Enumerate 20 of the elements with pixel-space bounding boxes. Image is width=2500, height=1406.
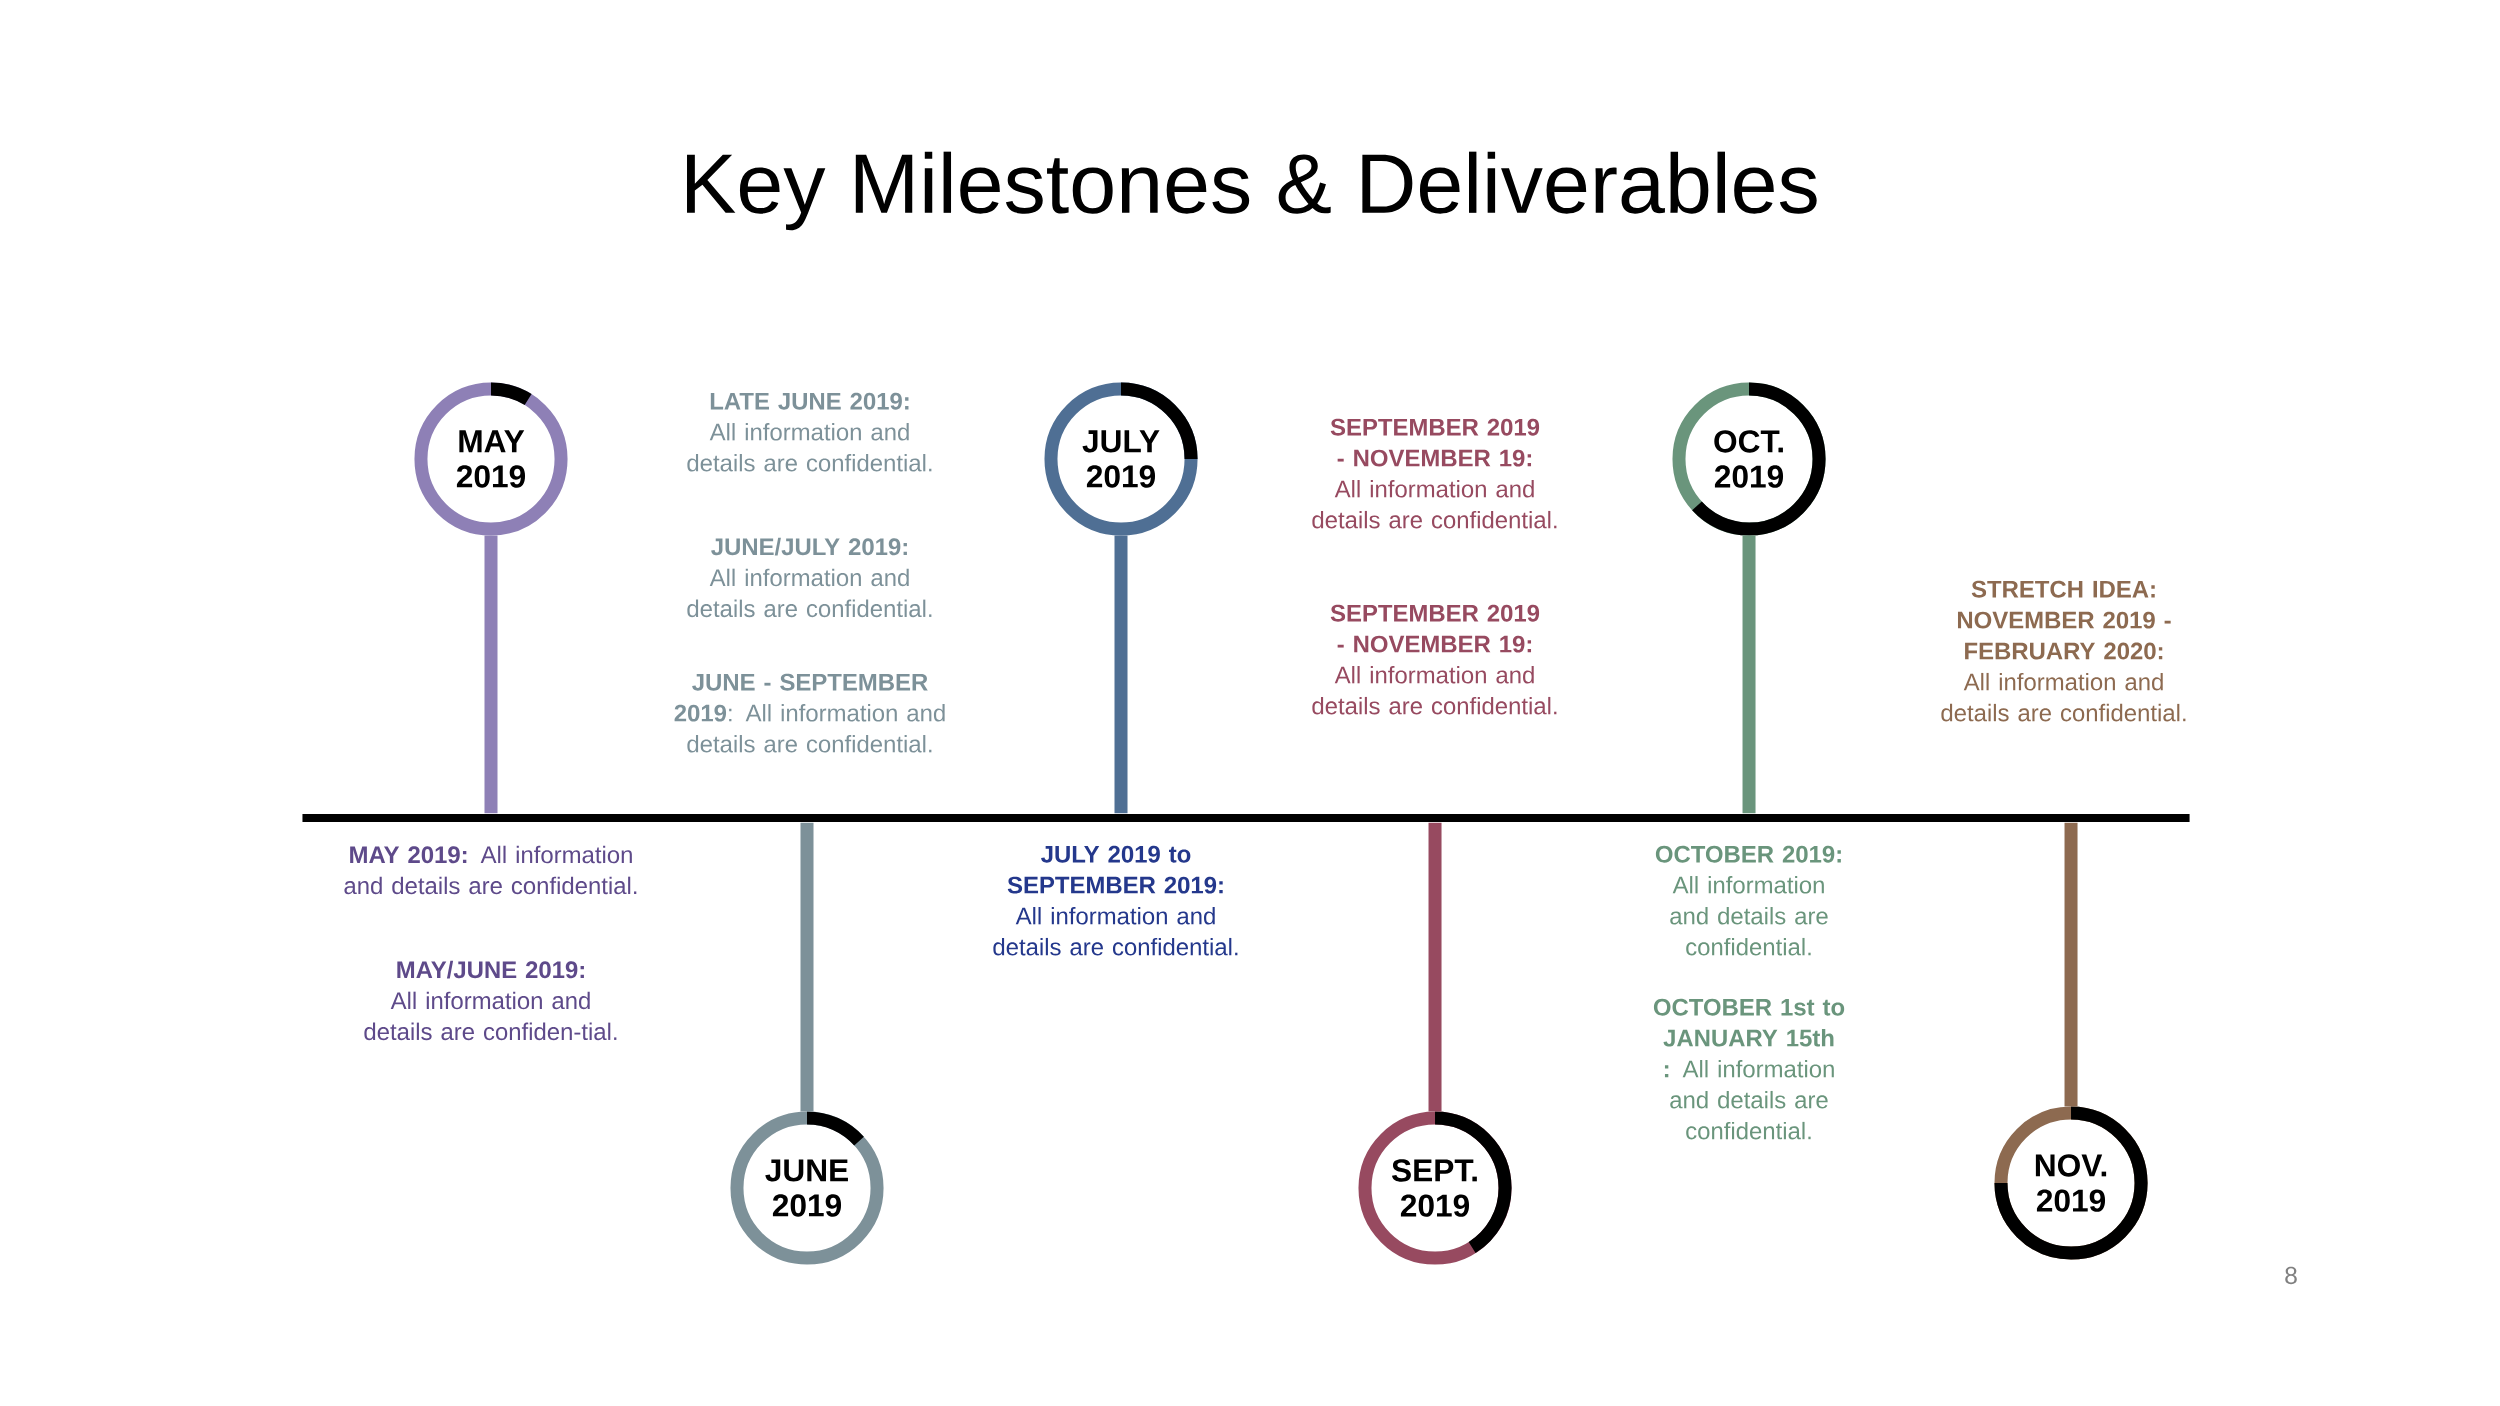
milestone-note: JUNE/JULY 2019: All information and details are confidential. <box>687 537 932 618</box>
stem-line <box>1428 822 1442 1112</box>
milestone-note: JUNE - SEPTEMBER 2019: All information and details are confidential. <box>674 673 945 753</box>
page-number: 8 <box>2285 1266 2297 1285</box>
milestone-note: SEPTEMBER 2019 - NOVEMBER 19: All information and details are confidential. <box>1312 418 1557 529</box>
milestone-note: STRETCH IDEA: NOVEMBER 2019 - FEBRUARY 2020: All information and details are confidential. <box>1941 580 2186 722</box>
stem-line <box>484 535 498 814</box>
milestone-note: JULY 2019 to SEPTEMBER 2019: All information and details are confidential. <box>993 845 1238 956</box>
milestone-note: OCTOBER 1st to JANUARY 15th : All information and details are confidential. <box>1653 998 1845 1140</box>
timeline-bar <box>302 814 2190 822</box>
stem-line <box>2064 822 2078 1107</box>
title: Key Milestones & Deliverables <box>687 151 1817 231</box>
stem-line <box>800 822 814 1112</box>
stem-line <box>1742 535 1756 814</box>
stem-line <box>1114 535 1128 814</box>
milestone-note: MAY 2019: All information and details are confidential. <box>344 845 637 895</box>
milestone-note: SEPTEMBER 2019 - NOVEMBER 19: All information and details are confidential. <box>1312 604 1557 715</box>
milestone-note: LATE JUNE 2019: All information and details are confidential. <box>687 392 932 472</box>
milestone-note: OCTOBER 2019: All information and details are confidential. <box>1655 845 1841 956</box>
milestone-note: MAY/JUNE 2019: All information and details are confiden-tial. <box>364 960 617 1041</box>
